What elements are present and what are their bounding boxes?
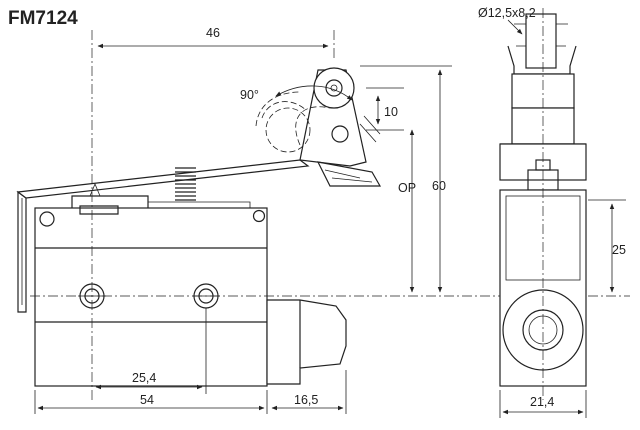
pivot-pin	[331, 125, 349, 143]
svg-text:10: 10	[384, 105, 398, 119]
svg-text:46: 46	[206, 26, 220, 40]
svg-text:60: 60	[432, 179, 446, 193]
svg-text:54: 54	[140, 393, 154, 407]
angle-label: 90°	[240, 88, 259, 102]
dim-height: 60	[360, 65, 452, 293]
dim-plunger-length: 16,5	[271, 370, 347, 414]
svg-text:16,5: 16,5	[294, 393, 318, 407]
svg-text:OP: OP	[398, 181, 416, 195]
svg-text:21,4: 21,4	[530, 395, 554, 409]
dim-roller-size: Ø12,5x8,2	[478, 6, 536, 35]
dim-right-height: 25	[588, 199, 626, 293]
dim-side-width: 21,4	[499, 390, 587, 418]
roller-wheel	[313, 67, 355, 109]
dim-body-length: 54	[34, 390, 268, 414]
dim-top-width: 46	[97, 26, 329, 49]
svg-text:25: 25	[612, 243, 626, 257]
dim-roller-offset: 10	[366, 87, 404, 131]
side-view	[499, 8, 587, 400]
dim-hole-spacing: 25,4	[95, 308, 207, 394]
cable-gland	[266, 299, 347, 385]
lever-arm	[16, 159, 310, 199]
side-roller	[525, 13, 557, 69]
switch-housing	[34, 207, 268, 387]
svg-text:25,4: 25,4	[132, 371, 156, 385]
front-view: 90°	[16, 30, 630, 400]
dim-op: OP	[398, 129, 416, 293]
mount-hole-right	[252, 209, 266, 223]
mount-hole-left	[39, 211, 55, 227]
model-title: FM7124	[8, 8, 78, 29]
svg-text:Ø12,5x8,2: Ø12,5x8,2	[478, 6, 536, 20]
spring	[175, 167, 196, 201]
